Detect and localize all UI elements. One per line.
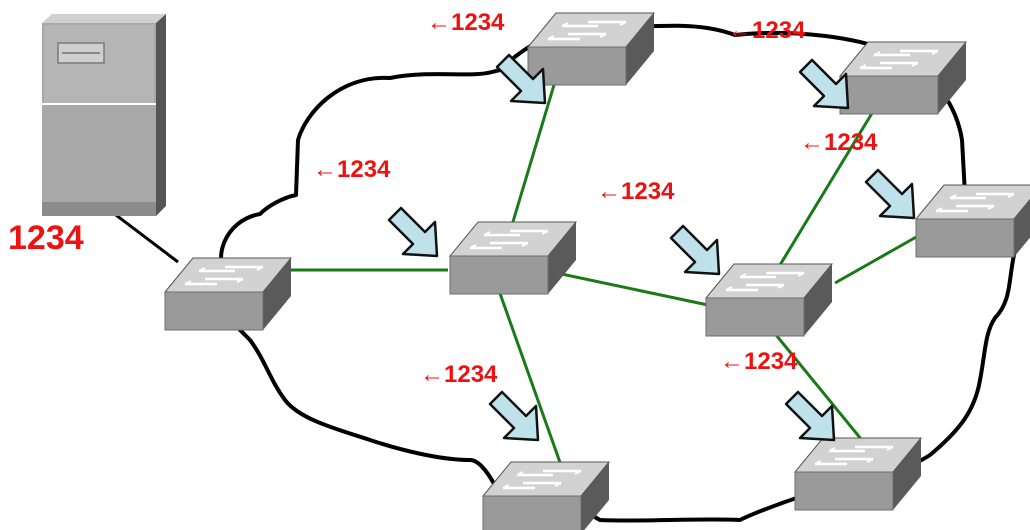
advert-label: ←1234 bbox=[800, 129, 878, 156]
network-switch-icon bbox=[704, 262, 834, 338]
down-right-arrow-icon bbox=[798, 58, 850, 110]
down-right-arrow-icon bbox=[387, 206, 439, 258]
network-cloud-outline bbox=[219, 23, 1017, 523]
advert-label: ←1234 bbox=[728, 17, 806, 44]
network-links bbox=[270, 74, 919, 469]
network-switch-icon bbox=[163, 256, 293, 332]
down-right-arrow-icon bbox=[488, 390, 540, 442]
advert-label: ←1234 bbox=[427, 9, 505, 36]
down-right-arrow-icon bbox=[864, 168, 916, 220]
network-switch-icon bbox=[914, 183, 1030, 259]
advert-label: ←1234 bbox=[597, 178, 675, 205]
server-uplink bbox=[111, 210, 179, 264]
network-switch-icon bbox=[448, 220, 578, 296]
network-switch-icon bbox=[481, 460, 611, 530]
network-switch-icon bbox=[526, 11, 656, 87]
down-right-arrow-icon bbox=[669, 224, 721, 276]
network-switch-icon bbox=[793, 436, 923, 512]
server-label: 1234 bbox=[8, 219, 84, 257]
advert-label: ←1234 bbox=[313, 156, 391, 183]
advert-label: ←1234 bbox=[720, 348, 798, 375]
server-icon bbox=[42, 14, 166, 216]
advert-label: ←1234 bbox=[420, 361, 498, 388]
